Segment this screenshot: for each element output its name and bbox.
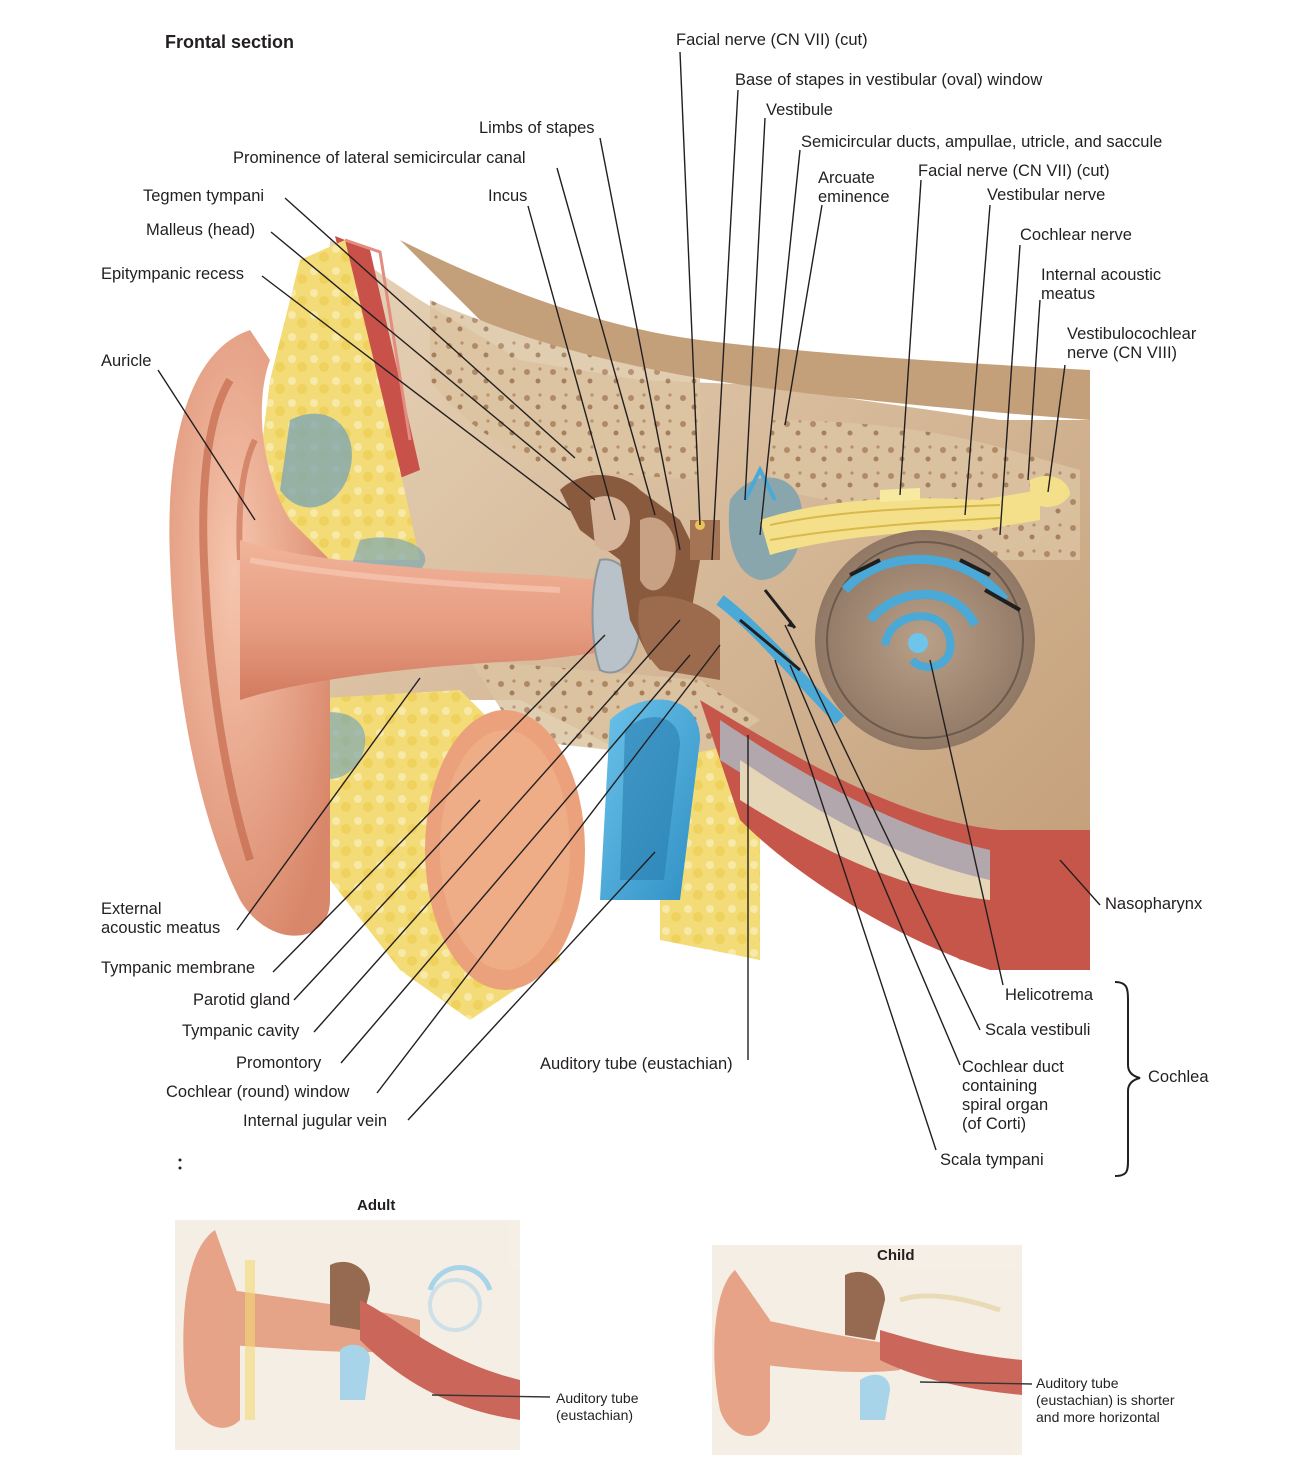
child-tube-line3: and more horizontal	[1036, 1409, 1160, 1425]
label-scala-vestibuli: Scala vestibuli	[985, 1021, 1091, 1039]
adult-tube-line1: Auditory tube	[556, 1390, 639, 1406]
label-iam-line2: meatus	[1041, 285, 1096, 303]
label-vestibule: Vestibule	[766, 101, 833, 119]
label-vcn-line1: Vestibulocochlear	[1067, 325, 1197, 343]
label-auricle: Auricle	[101, 352, 152, 370]
label-malleus-head: Malleus (head)	[146, 221, 256, 239]
label-limbs-of-stapes: Limbs of stapes	[479, 119, 595, 137]
label-tympanic-cavity: Tympanic cavity	[182, 1022, 300, 1040]
label-vestibular-nerve: Vestibular nerve	[987, 186, 1106, 204]
label-cochlear-duct: Cochlear duct containing spiral organ (o…	[962, 1058, 1064, 1134]
label-cd-line2: containing	[962, 1077, 1038, 1095]
figure-title: Frontal section	[165, 32, 295, 52]
label-nasopharynx: Nasopharynx	[1105, 895, 1203, 913]
label-iam-line1: Internal acoustic	[1041, 266, 1162, 284]
label-internal-jugular-vein: Internal jugular vein	[243, 1112, 388, 1130]
label-auditory-tube: Auditory tube (eustachian)	[540, 1055, 733, 1073]
label-semicircular-ducts: Semicircular ducts, ampullae, utricle, a…	[801, 133, 1163, 151]
label-eam-line1: External	[101, 900, 162, 918]
label-arcuate-line2: eminence	[818, 188, 890, 206]
adult-auditory-tube-label: Auditory tube (eustachian)	[556, 1390, 639, 1424]
label-tympanic-membrane: Tympanic membrane	[101, 959, 256, 977]
child-inset-title: Child	[877, 1247, 915, 1264]
label-tegmen-tympani: Tegmen tympani	[143, 187, 265, 205]
child-inset-illustration	[712, 1245, 1033, 1455]
label-vcn-line2: nerve (CN VIII)	[1067, 344, 1178, 362]
label-cd-line3: spiral organ	[962, 1096, 1049, 1114]
label-helicotrema: Helicotrema	[1005, 986, 1094, 1004]
label-internal-acoustic-meatus: Internal acoustic meatus	[1041, 266, 1161, 304]
label-promontory: Promontory	[236, 1054, 322, 1072]
label-cd-line1: Cochlear duct	[962, 1058, 1064, 1076]
label-cochlea: Cochlea	[1148, 1068, 1209, 1086]
label-facial-nerve-cut-right: Facial nerve (CN VII) (cut)	[918, 162, 1110, 180]
child-tube-line2: (eustachian) is shorter	[1036, 1392, 1175, 1408]
child-tube-line1: Auditory tube	[1036, 1375, 1119, 1391]
label-eam-line2: acoustic meatus	[101, 919, 221, 937]
child-auditory-tube-label: Auditory tube (eustachian) is shorter an…	[1036, 1375, 1175, 1426]
label-incus: Incus	[488, 187, 528, 205]
label-scala-tympani: Scala tympani	[940, 1151, 1044, 1169]
adult-tube-line2: (eustachian)	[556, 1407, 634, 1423]
label-arcuate-line1: Arcuate	[818, 169, 875, 187]
label-prominence-lateral-canal: Prominence of lateral semicircular canal	[233, 149, 526, 167]
label-base-of-stapes: Base of stapes in vestibular (oval) wind…	[735, 71, 1043, 89]
label-vestibulocochlear-nerve: Vestibulocochlear nerve (CN VIII)	[1067, 325, 1196, 363]
label-cd-line4: (of Corti)	[962, 1115, 1027, 1133]
label-parotid-gland: Parotid gland	[193, 991, 291, 1009]
label-cochlear-round-window: Cochlear (round) window	[166, 1083, 350, 1101]
adult-inset-illustration	[175, 1220, 551, 1450]
adult-inset-title: Adult	[357, 1197, 396, 1214]
label-arcuate-eminence: Arcuate eminence	[818, 169, 890, 207]
label-cochlear-nerve: Cochlear nerve	[1020, 226, 1132, 244]
label-facial-nerve-cut-top: Facial nerve (CN VII) (cut)	[676, 31, 868, 49]
label-external-acoustic-meatus: External acoustic meatus	[101, 900, 220, 938]
label-epitympanic-recess: Epitympanic recess	[101, 265, 245, 283]
